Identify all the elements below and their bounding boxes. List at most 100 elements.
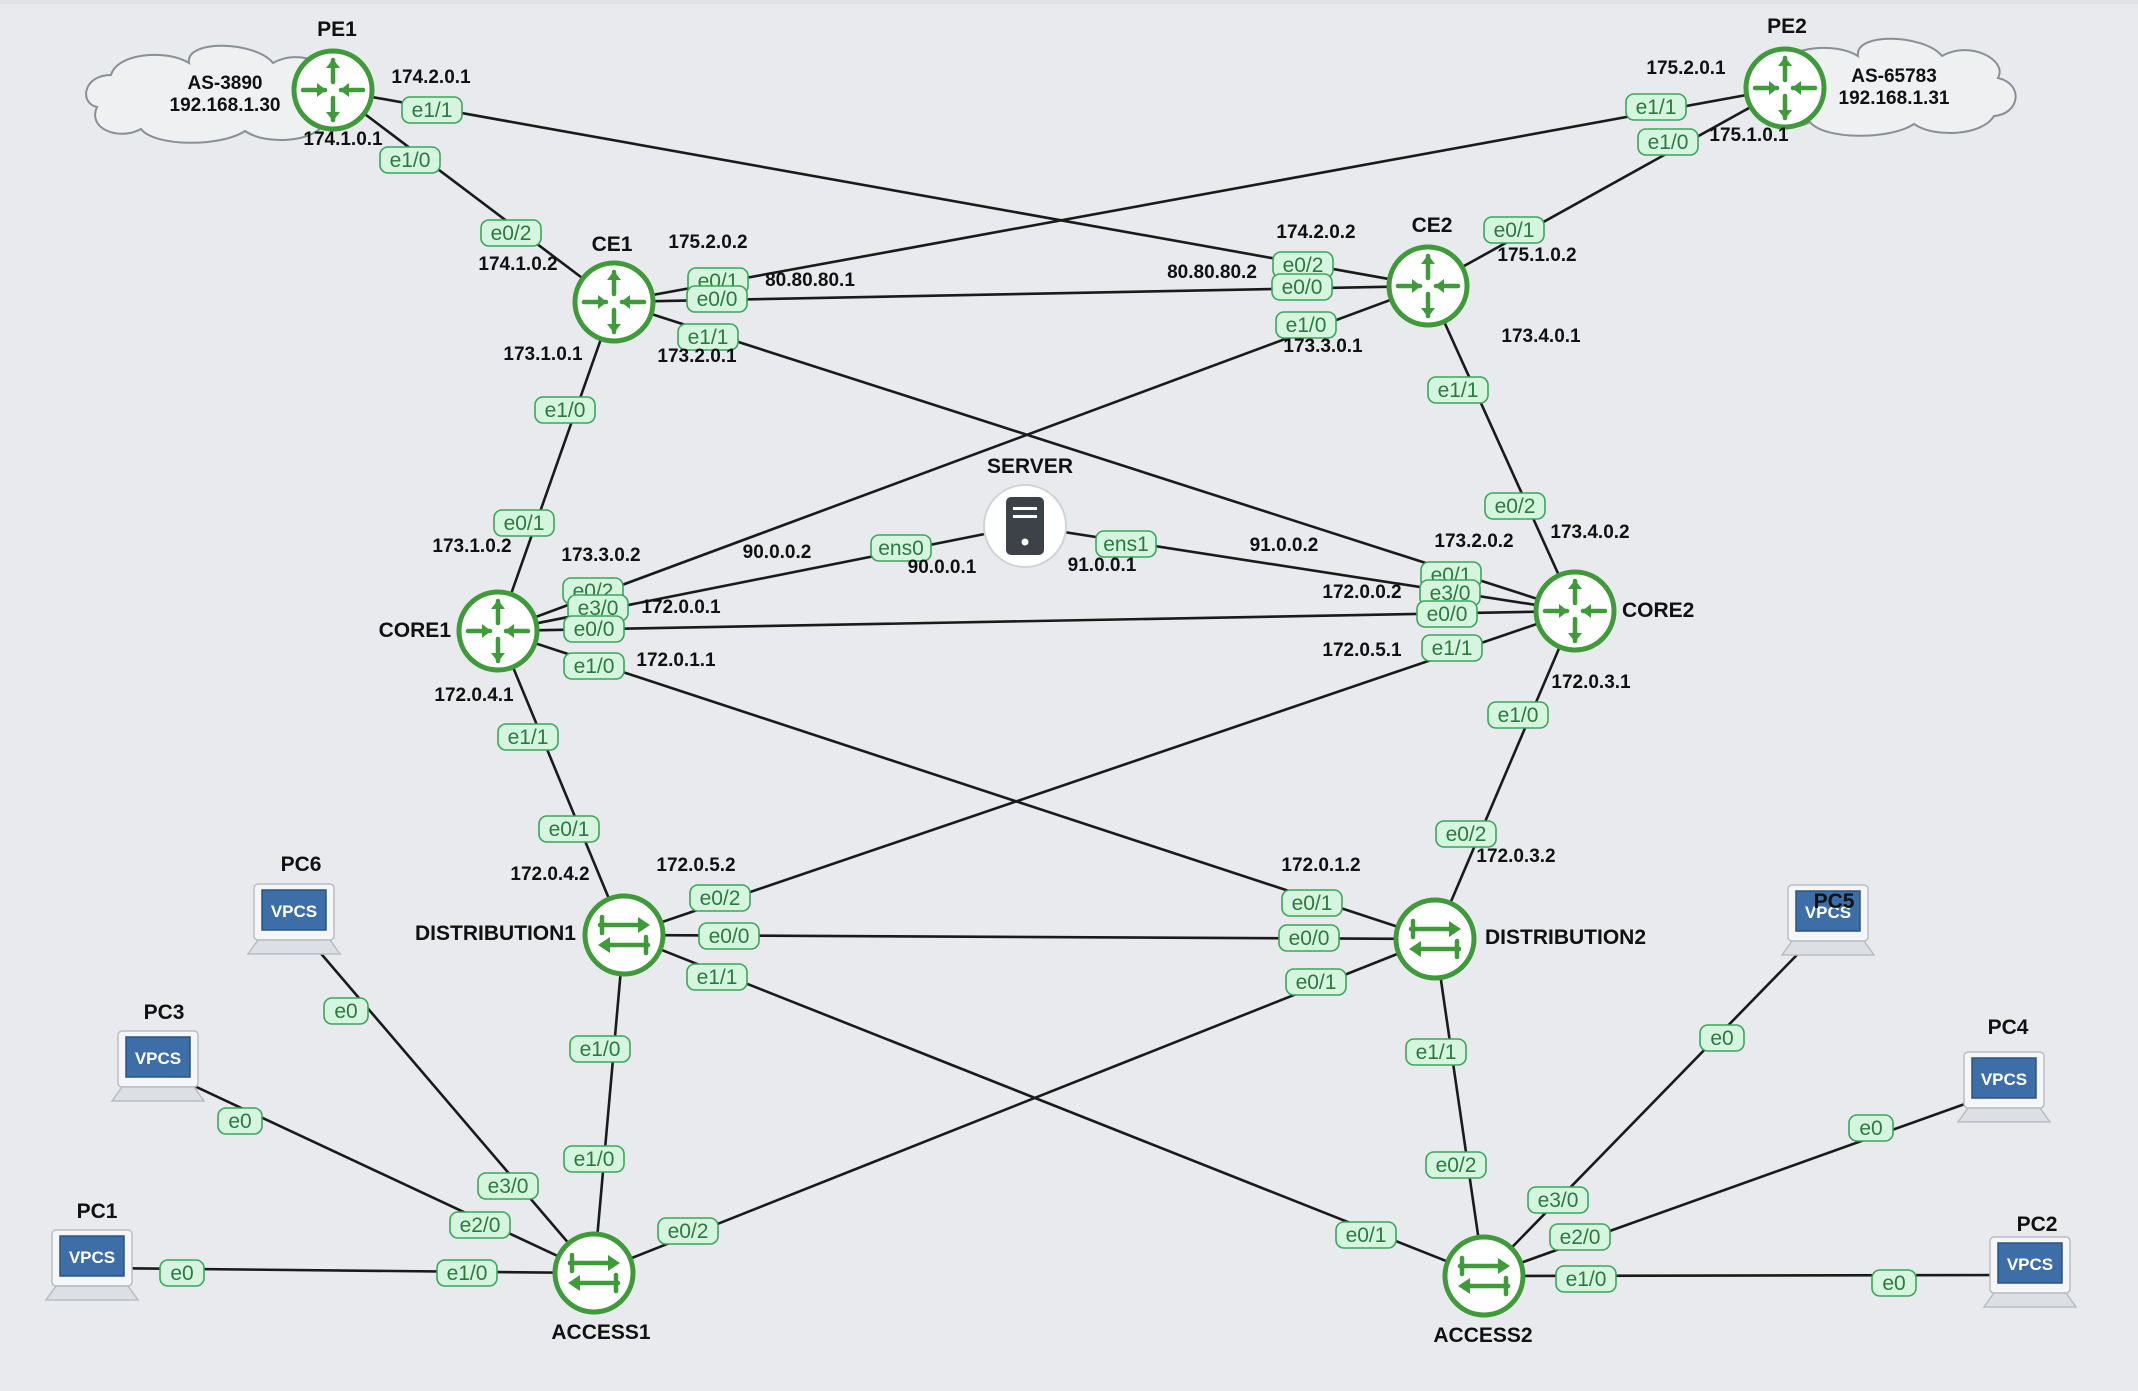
interface-label-distribution1-e0-1: e0/1 (538, 815, 600, 843)
node-label-server: SERVER (987, 455, 1073, 478)
node-label-pc5: PC5 (1814, 890, 1855, 913)
node-access2[interactable]: ACCESS2 (1433, 1234, 1533, 1347)
node-access1[interactable]: ACCESS1 (551, 1231, 651, 1344)
interface-label-access2-e3-0: e3/0 (1527, 1186, 1589, 1214)
node-ce1[interactable]: CE1 (572, 233, 656, 344)
link-core1-distribution1[interactable] (496, 630, 626, 936)
ip-label-173-1-0-2: 173.1.0.2 (432, 536, 511, 557)
router-icon (1743, 46, 1827, 130)
link-distribution1-access1[interactable] (592, 934, 626, 1274)
interface-label-access2-e1-0: e1/0 (1555, 1265, 1617, 1293)
interface-label-ce1-e0-0: e0/0 (686, 285, 748, 313)
interface-label-pc5-e0: e0 (1699, 1024, 1745, 1052)
svg-text:e0/2: e0/2 (1436, 1154, 1477, 1177)
interface-label-ce2-e1-0: e1/0 (1275, 311, 1337, 339)
link-pc3-access1[interactable] (157, 1067, 595, 1275)
svg-text:e3/0: e3/0 (578, 597, 619, 620)
node-ce2[interactable]: CE2 (1386, 214, 1470, 328)
pc-icon: VPCS (1982, 1236, 2078, 1308)
ip-label-175-1-0-1: 175.1.0.1 (1709, 125, 1789, 146)
svg-text:e1/0: e1/0 (1286, 314, 1327, 337)
ip-label-91-0-0-1: 91.0.0.1 (1068, 555, 1137, 576)
link-core2-distribution2[interactable] (1433, 610, 1577, 940)
svg-text:e1/0: e1/0 (580, 1038, 621, 1061)
interface-label-core1-e0-1: e0/1 (493, 509, 555, 537)
link-core2-distribution1[interactable] (623, 609, 1576, 937)
link-ce2-core1[interactable] (497, 284, 1429, 633)
interface-label-pc1-e0: e0 (159, 1259, 205, 1287)
ip-label-175-1-0-2: 175.1.0.2 (1497, 245, 1576, 266)
link-pc5-access2[interactable] (1483, 922, 1829, 1277)
vpcs-badge: VPCS (1981, 1070, 2027, 1089)
interface-label-core2-e0-0: e0/0 (1416, 600, 1478, 628)
pe2-cloud-line-1: AS-65783 (1851, 66, 1937, 87)
interface-label-distribution2-e1-0: e1/0 (563, 1145, 625, 1173)
link-pe2-ce2[interactable] (1427, 86, 1786, 288)
ip-label-80-80-80-1: 80.80.80.1 (765, 270, 855, 291)
svg-text:e0/2: e0/2 (1446, 823, 1487, 846)
router-icon (456, 589, 540, 673)
interface-label-access1-e0-2: e0/2 (657, 1217, 719, 1245)
node-pe2[interactable]: PE2 (1743, 15, 1827, 130)
link-pe1-ce1[interactable] (332, 88, 615, 304)
svg-text:e1/0: e1/0 (1498, 704, 1539, 727)
node-distribution1[interactable]: DISTRIBUTION1 (415, 893, 666, 977)
node-core1[interactable]: CORE1 (379, 589, 540, 673)
link-core1-distribution2[interactable] (497, 629, 1436, 941)
node-label-distribution1: DISTRIBUTION1 (415, 922, 576, 945)
svg-text:e3/0: e3/0 (1538, 1189, 1579, 1212)
vpcs-badge: VPCS (271, 902, 317, 921)
interface-label-core1-e0-0: e0/0 (563, 615, 625, 643)
interface-label-access2-e2-0: e2/0 (1549, 1223, 1611, 1251)
link-distribution1-access2[interactable] (623, 933, 1485, 1278)
link-ce2-core2[interactable] (1426, 285, 1577, 612)
svg-text:e1/0: e1/0 (1648, 131, 1689, 154)
link-core1-core2[interactable] (497, 609, 1576, 633)
ip-label-172-0-3-2: 172.0.3.2 (1476, 846, 1555, 867)
pc-icon: VPCS (246, 883, 342, 955)
ip-label-174-2-0-2: 174.2.0.2 (1276, 222, 1355, 243)
ip-label-80-80-80-2: 80.80.80.2 (1167, 262, 1257, 283)
link-distribution2-access2[interactable] (1433, 938, 1486, 1277)
link-ce1-core1[interactable] (496, 301, 616, 632)
switch-icon (552, 1231, 636, 1315)
ip-label-173-4-0-2: 173.4.0.2 (1550, 522, 1629, 543)
pe2-cloud-shape (1754, 37, 2017, 137)
svg-text:e0/1: e0/1 (1346, 1224, 1387, 1247)
svg-text:e0: e0 (228, 1110, 251, 1133)
node-label-pe2: PE2 (1767, 15, 1807, 38)
interface-label-core2-e1-0: e1/0 (1487, 701, 1549, 729)
svg-text:e0/1: e0/1 (1292, 892, 1333, 915)
interface-label-core2-e1-1: e1/1 (1421, 634, 1483, 662)
link-pe1-ce2[interactable] (332, 88, 1429, 288)
svg-text:e1/1: e1/1 (688, 326, 729, 349)
svg-text:e0/0: e0/0 (1427, 603, 1468, 626)
node-core2[interactable]: CORE2 (1533, 569, 1694, 653)
ip-label-174-1-0-2: 174.1.0.2 (478, 254, 557, 275)
pe1-cloud-line-2: 192.168.1.30 (170, 95, 281, 116)
vpcs-badge: VPCS (1805, 903, 1851, 922)
node-pe1[interactable]: PE1 (291, 18, 375, 132)
svg-text:e1/1: e1/1 (412, 99, 453, 122)
interface-label-core1-e1-1: e1/1 (497, 723, 559, 751)
svg-text:e3/0: e3/0 (1430, 582, 1471, 605)
link-pc6-access1[interactable] (293, 921, 595, 1274)
svg-text:e0/0: e0/0 (697, 288, 738, 311)
node-server[interactable]: SERVER (983, 455, 1073, 568)
node-distribution2[interactable]: DISTRIBUTION2 (1393, 897, 1646, 981)
interface-label-access2-e0-2: e0/2 (1425, 1151, 1487, 1179)
node-label-access2: ACCESS2 (1433, 1324, 1532, 1347)
svg-text:e2/0: e2/0 (1560, 1226, 1601, 1249)
interface-label-pc3-e0: e0 (217, 1107, 263, 1135)
link-pe2-ce1[interactable] (613, 86, 1786, 304)
interface-label-distribution1-e1-0: e1/0 (569, 1035, 631, 1063)
switch-icon (1393, 897, 1477, 981)
link-ce1-core2[interactable] (613, 300, 1576, 613)
